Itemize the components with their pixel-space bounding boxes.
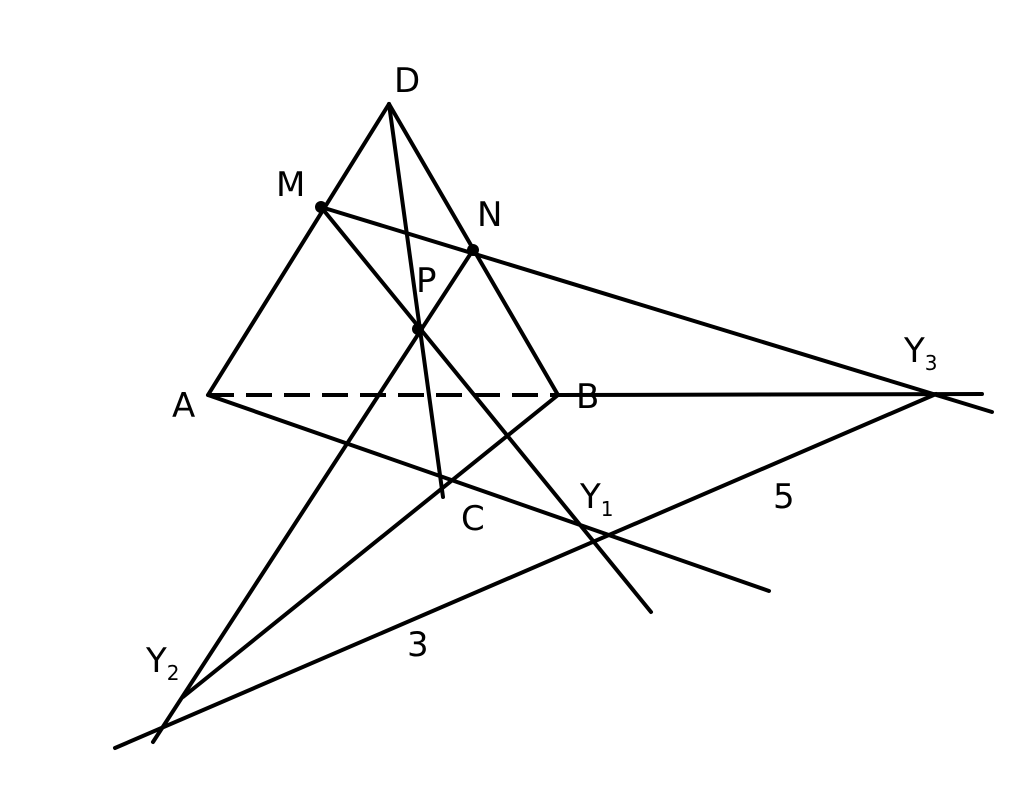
label-c: C bbox=[461, 499, 485, 539]
label-y1-sub: 1 bbox=[601, 497, 614, 521]
label-b: B bbox=[576, 377, 599, 417]
label-a: A bbox=[172, 386, 195, 426]
length-label-y2-y1: 3 bbox=[407, 625, 429, 665]
label-y3: Y3 bbox=[903, 331, 938, 375]
label-d: D bbox=[394, 61, 420, 101]
label-y2-base: Y bbox=[145, 641, 167, 681]
point-m-dot bbox=[315, 201, 327, 213]
point-p-dot bbox=[412, 323, 424, 335]
line-ab-extended bbox=[556, 392, 984, 397]
length-label-y1-y3: 5 bbox=[773, 477, 795, 517]
edge-dc bbox=[387, 102, 445, 499]
label-y3-base: Y bbox=[903, 331, 925, 371]
line-mn-extended bbox=[319, 205, 994, 414]
line-np-extended bbox=[151, 248, 475, 744]
label-y2: Y2 bbox=[145, 641, 180, 685]
label-p: P bbox=[416, 261, 437, 301]
label-y1-base: Y bbox=[579, 477, 601, 517]
label-y2-sub: 2 bbox=[167, 661, 180, 685]
label-n: N bbox=[477, 195, 502, 235]
point-n-dot bbox=[467, 244, 479, 256]
label-m: M bbox=[276, 165, 305, 205]
edge-da bbox=[206, 102, 391, 397]
line-ac-extended bbox=[206, 393, 771, 593]
line-mp-extended bbox=[319, 205, 653, 614]
label-y1: Y1 bbox=[579, 477, 614, 521]
line-y3-y2-extended bbox=[113, 392, 938, 750]
line-bc-extended bbox=[181, 393, 560, 699]
label-y3-sub: 3 bbox=[925, 351, 938, 375]
